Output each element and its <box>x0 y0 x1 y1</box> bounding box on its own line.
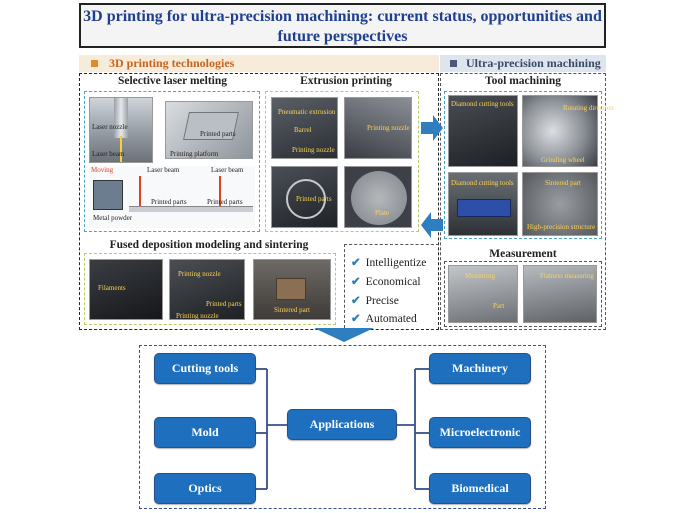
photo-label: Printing nozzle <box>367 124 410 132</box>
feature-item: ✔Economical <box>351 276 421 288</box>
photo-label: Printed parts <box>207 198 243 206</box>
sintered-part-photo: Sintered part <box>253 259 331 320</box>
diamond-tools-photo: Diamond cutting tools <box>448 95 518 167</box>
gray-square-icon <box>450 60 457 67</box>
arrow-down-icon <box>314 328 374 342</box>
app-item-cutting-tools: Cutting tools <box>154 353 256 384</box>
feature-item: ✔Precise <box>351 295 399 307</box>
measurement-panel: Measuring Part Flatness measuring <box>444 261 602 327</box>
photo-label: Diamond cutting tools <box>451 100 514 108</box>
extruded-part-photo: Printed parts <box>271 166 338 228</box>
photo-label: Measuring <box>465 272 495 280</box>
photo-label: Diamond cutting tools <box>451 179 514 187</box>
section-label-ultra-precision: Ultra-precision machining <box>466 56 601 70</box>
photo-label: Printing nozzle <box>178 270 221 278</box>
applications-panel <box>139 345 546 509</box>
photo-label: High-precision structure <box>527 223 596 231</box>
grinding-wheel-photo: Rotating direction Grinding wheel <box>522 95 614 167</box>
photo-label: Grinding wheel <box>541 156 585 164</box>
photo-label: Printing nozzle <box>176 312 219 320</box>
slm-schematic: Moving Laser beam Laser beam Metal powde… <box>89 166 255 228</box>
slm-title: Selective laser melting <box>117 75 227 87</box>
feature-item: ✔Intelligentize <box>351 257 427 269</box>
checkmark-icon: ✔ <box>351 295 361 307</box>
photo-label: Laser nozzle <box>92 123 128 131</box>
app-center-applications: Applications <box>287 409 397 440</box>
app-item-microelectronic: Microelectronic <box>429 417 531 448</box>
arrow-left-icon <box>421 212 443 238</box>
measurement-title: Measurement <box>489 248 557 260</box>
photo-label: Plate <box>375 209 389 217</box>
app-item-machinery: Machinery <box>429 353 531 384</box>
flatness-measuring-photo: Flatness measuring <box>523 265 597 323</box>
photo-label: Rotating direction <box>563 104 614 112</box>
app-item-optics: Optics <box>154 473 256 504</box>
orange-square-icon <box>91 60 98 67</box>
printing-technologies-panel <box>79 73 439 330</box>
fdm-panel: Filaments Printing nozzle Printed parts … <box>84 253 336 325</box>
fdm-title: Fused deposition modeling and sintering <box>109 239 309 251</box>
photo-label: Printed parts <box>200 130 236 138</box>
arrow-right-icon <box>421 115 443 141</box>
extrusion-title: Extrusion printing <box>300 75 392 87</box>
section-label-3d-printing: 3D printing technologies <box>109 56 235 70</box>
printing-nozzle-photo: Printing nozzle <box>344 97 412 159</box>
features-list: ✔Intelligentize ✔Economical ✔Precise ✔Au… <box>344 244 439 328</box>
photo-label: Sintered part <box>274 306 310 314</box>
filaments-photo: Filaments <box>89 259 163 320</box>
fdm-nozzle-photo: Printing nozzle Printed parts Printing n… <box>169 259 245 320</box>
checkmark-icon: ✔ <box>351 313 361 325</box>
figure-title: 3D printing for ultra-precision machinin… <box>79 3 606 48</box>
photo-label: Sintered part <box>545 179 581 187</box>
photo-label: Printed parts <box>206 300 242 308</box>
photo-label: Printing nozzle <box>292 146 335 154</box>
measuring-photo: Measuring Part <box>448 265 518 323</box>
photo-label: Pneumatic extrusion <box>278 108 336 116</box>
ultra-precision-panel <box>440 73 606 330</box>
laser-nozzle-photo: Laser nozzle Laser beam <box>89 97 153 163</box>
connector-lines <box>256 368 429 490</box>
extrusion-panel: Pneumatic extrusion Barrel Printing nozz… <box>265 91 419 232</box>
photo-label: Laser beam <box>211 166 244 174</box>
section-header-3d-printing: 3D printing technologies <box>79 55 439 72</box>
photo-label: Printed parts <box>151 198 187 206</box>
photo-label: Printing platform <box>170 150 219 158</box>
photo-label: Printed parts <box>296 195 332 203</box>
checkmark-icon: ✔ <box>351 257 361 269</box>
photo-label: Laser beam <box>92 150 125 158</box>
tool-machining-panel: Diamond cutting tools Rotating direction… <box>444 91 614 239</box>
photo-label: Moving <box>91 166 114 174</box>
photo-label: Barrel <box>294 126 312 134</box>
app-item-biomedical: Biomedical <box>429 473 531 504</box>
feature-item: ✔Automated <box>351 313 417 325</box>
photo-label: Part <box>493 302 505 310</box>
pneumatic-extrusion-photo: Pneumatic extrusion Barrel Printing nozz… <box>271 97 338 159</box>
photo-label: Metal powder <box>93 214 133 222</box>
section-header-ultra-precision: Ultra-precision machining <box>440 55 606 72</box>
slm-panel: Laser nozzle Laser beam Printed parts Pr… <box>84 91 260 232</box>
photo-label: Flatness measuring <box>540 272 594 280</box>
high-precision-structure-photo: Sintered part High-precision structure <box>522 172 598 236</box>
app-item-mold: Mold <box>154 417 256 448</box>
tool-machining-title: Tool machining <box>485 75 561 87</box>
photo-label: Laser beam <box>147 166 180 174</box>
photo-label: Filaments <box>98 284 126 292</box>
checkmark-icon: ✔ <box>351 276 361 288</box>
diamond-tools-photo-2: Diamond cutting tools <box>448 172 518 236</box>
printed-plate-photo: Plate <box>344 166 412 228</box>
printed-parts-photo: Printed parts Printing platform <box>165 101 253 159</box>
